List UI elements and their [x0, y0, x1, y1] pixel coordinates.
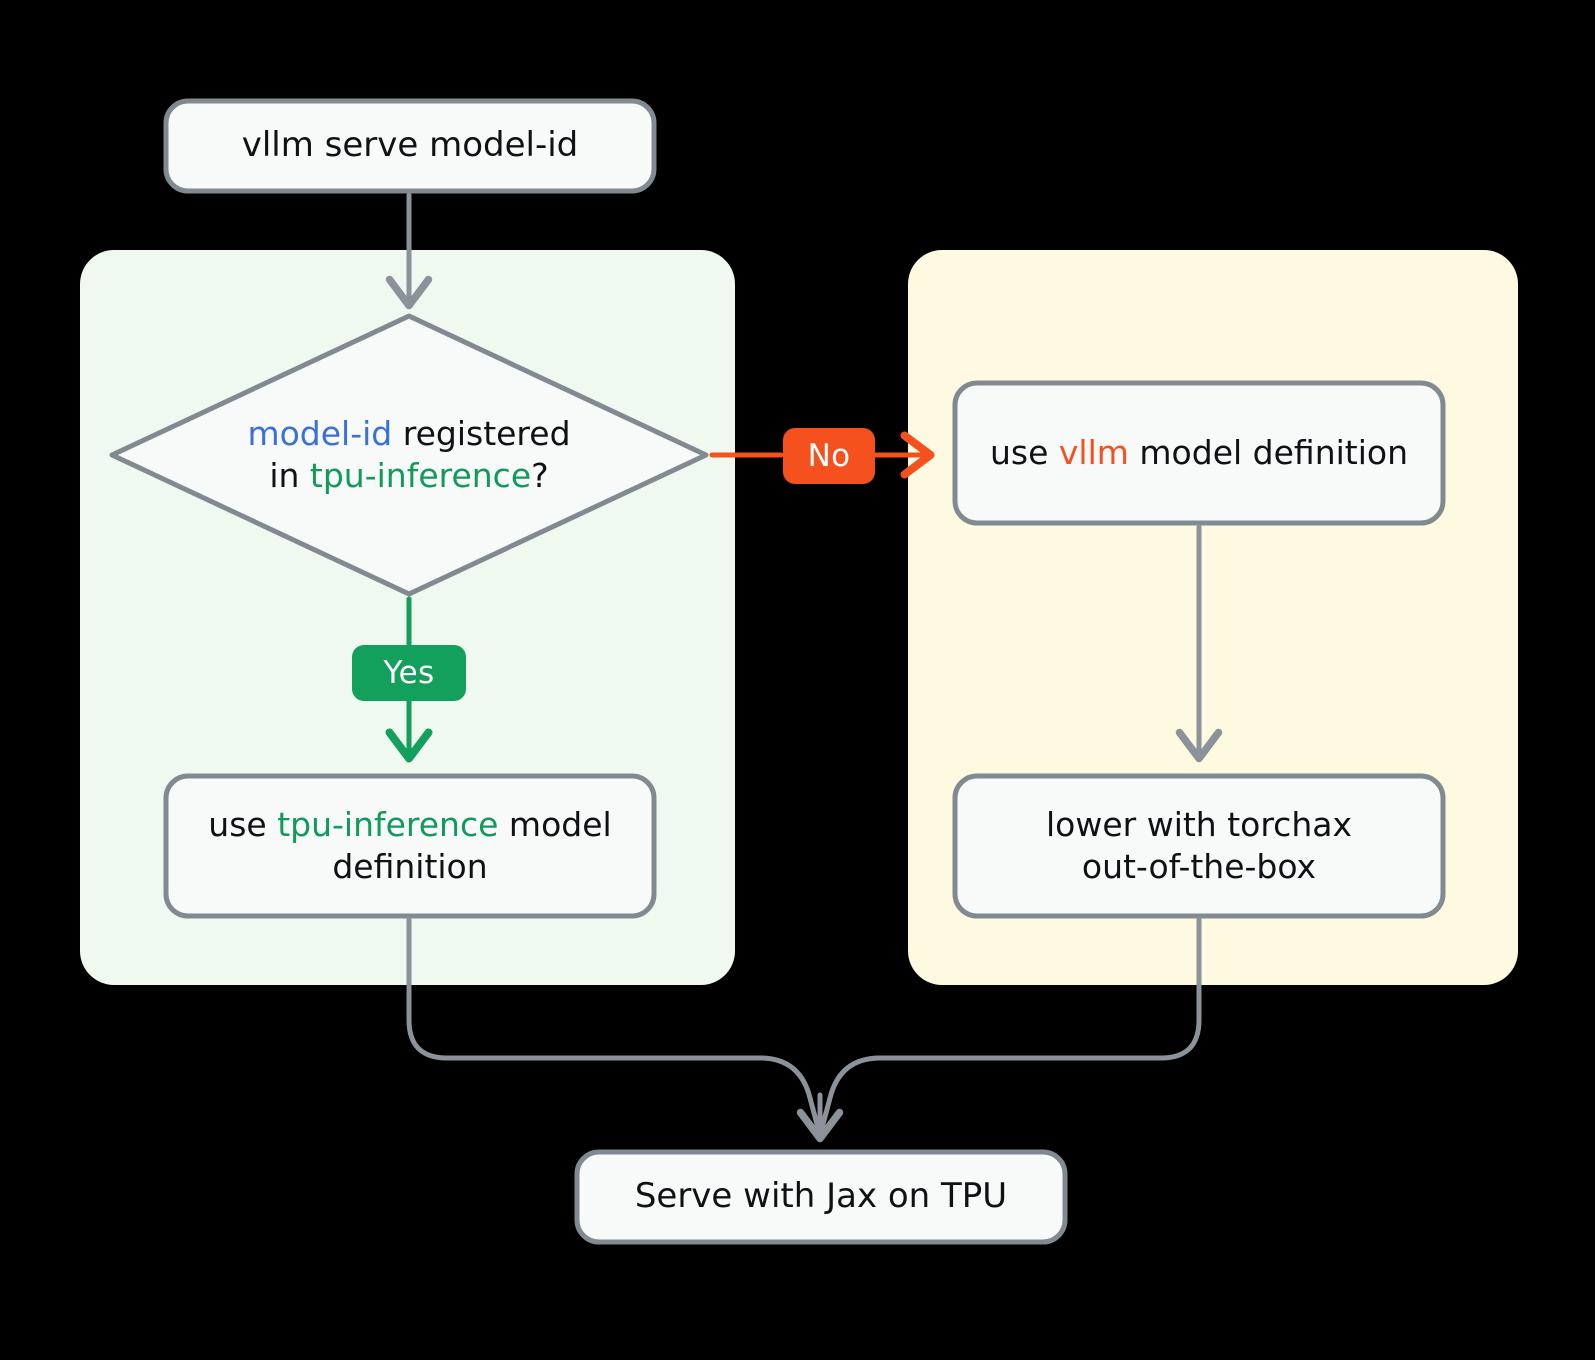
node-start-shape[interactable] — [163, 98, 657, 194]
edge-torchax-to-merge — [819, 916, 1202, 1131]
node-decision-shape[interactable] — [109, 313, 709, 597]
node-use-vllm-shape[interactable] — [952, 380, 1446, 526]
edge-tpu-to-merge — [406, 916, 821, 1131]
node-lower-torchax-shape[interactable] — [952, 773, 1446, 919]
badge-no-shape — [783, 428, 875, 484]
node-use-tpu-inference-shape[interactable] — [163, 773, 657, 919]
badge-yes-shape — [352, 645, 466, 701]
node-end-shape[interactable] — [574, 1149, 1068, 1245]
